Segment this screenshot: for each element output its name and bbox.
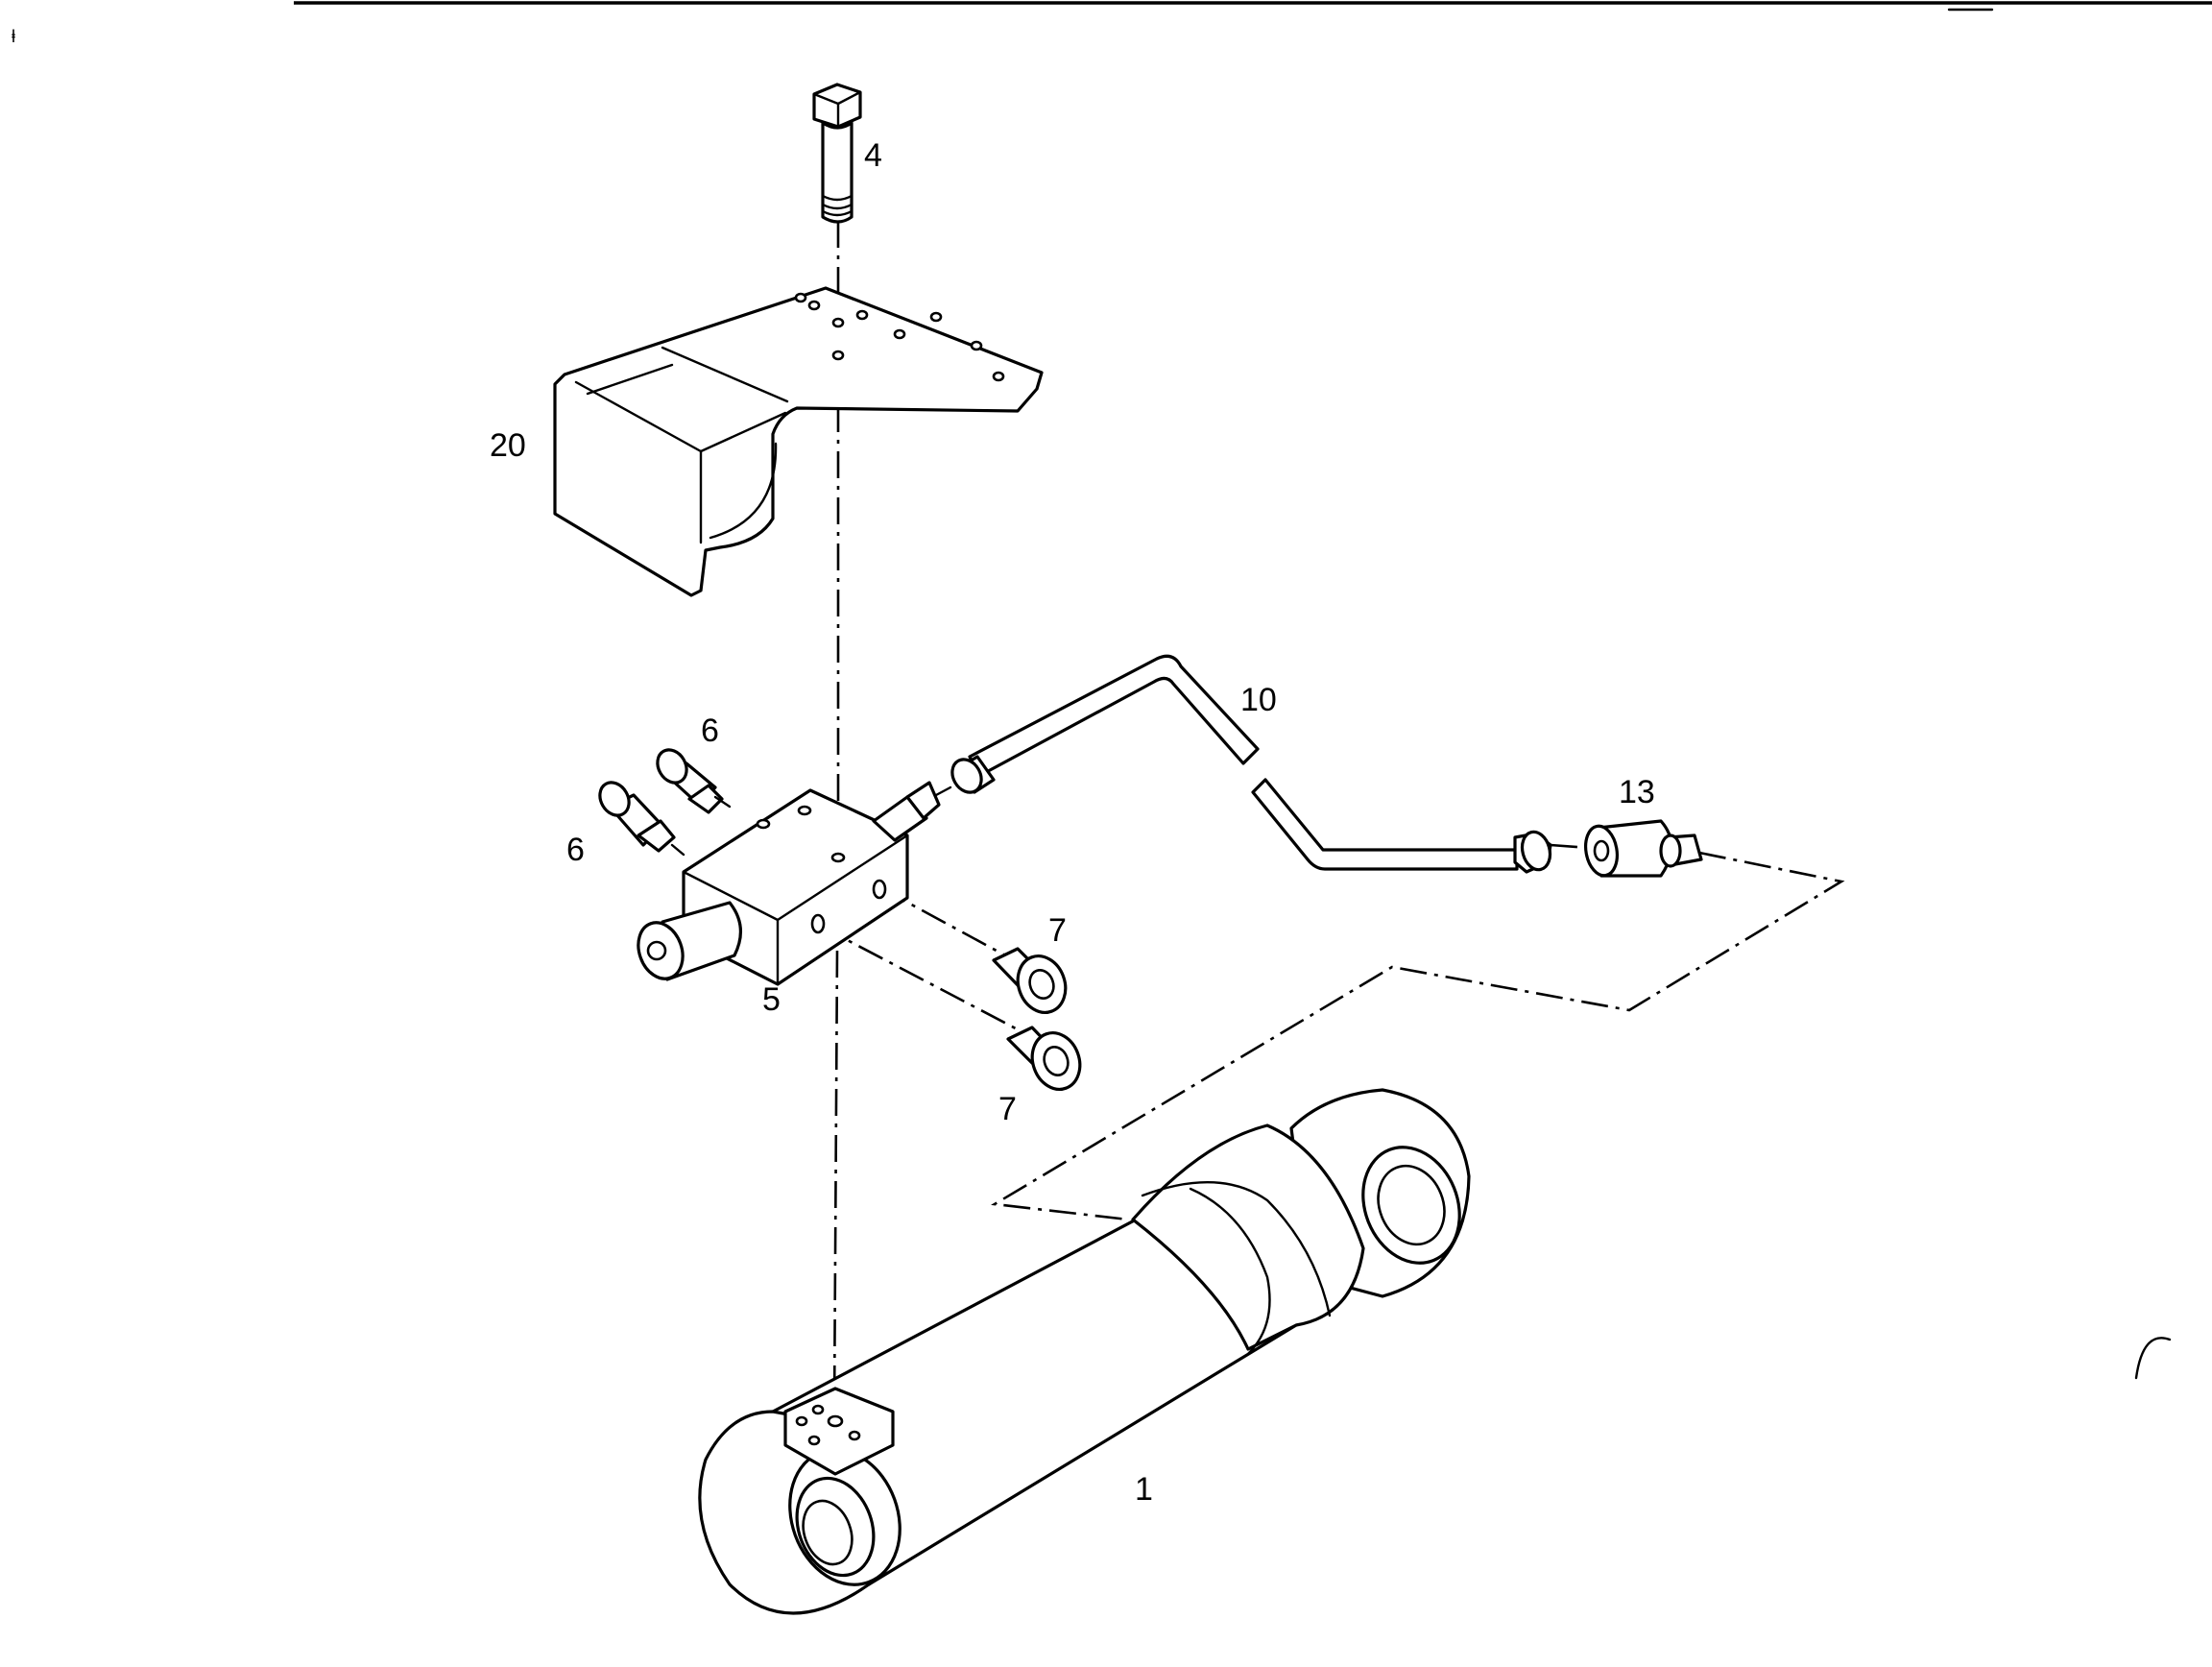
callout-pipe: 10 [1240,682,1277,718]
fitting-right [872,781,952,842]
hydraulic-cylinder [698,1088,1471,1615]
callout-connector: 13 [1619,774,1655,810]
connector-center-line [1550,843,1590,850]
block-to-cylinder-center-line [832,950,839,1411]
callout-fitting-left: 6 [566,832,585,868]
callout-cylinder: 1 [1135,1471,1153,1508]
fitting-lower-left [598,781,685,857]
callout-valve-block: 5 [762,981,781,1018]
plug-lower-center-line [817,923,1033,1039]
callout-plug-upper: 7 [1048,912,1067,949]
fitting-upper-left [656,748,732,814]
callout-bolt: 4 [864,137,882,174]
hex-bolt [812,83,862,224]
callout-fitting-top: 6 [701,713,719,749]
mounting-bracket [553,286,1044,597]
pen-mark [2134,1337,2172,1380]
callout-plug-lower: 7 [998,1091,1017,1127]
hose-connector [1584,819,1703,878]
valve-side-boss [637,901,742,981]
hydraulic-pipe [950,654,1552,874]
callout-bracket: 20 [490,427,526,464]
corner-mark: ⱡ [12,27,15,46]
hose-route-line [991,851,1845,1221]
plug-upper [992,947,1068,1014]
plug-lower [1006,1026,1082,1091]
